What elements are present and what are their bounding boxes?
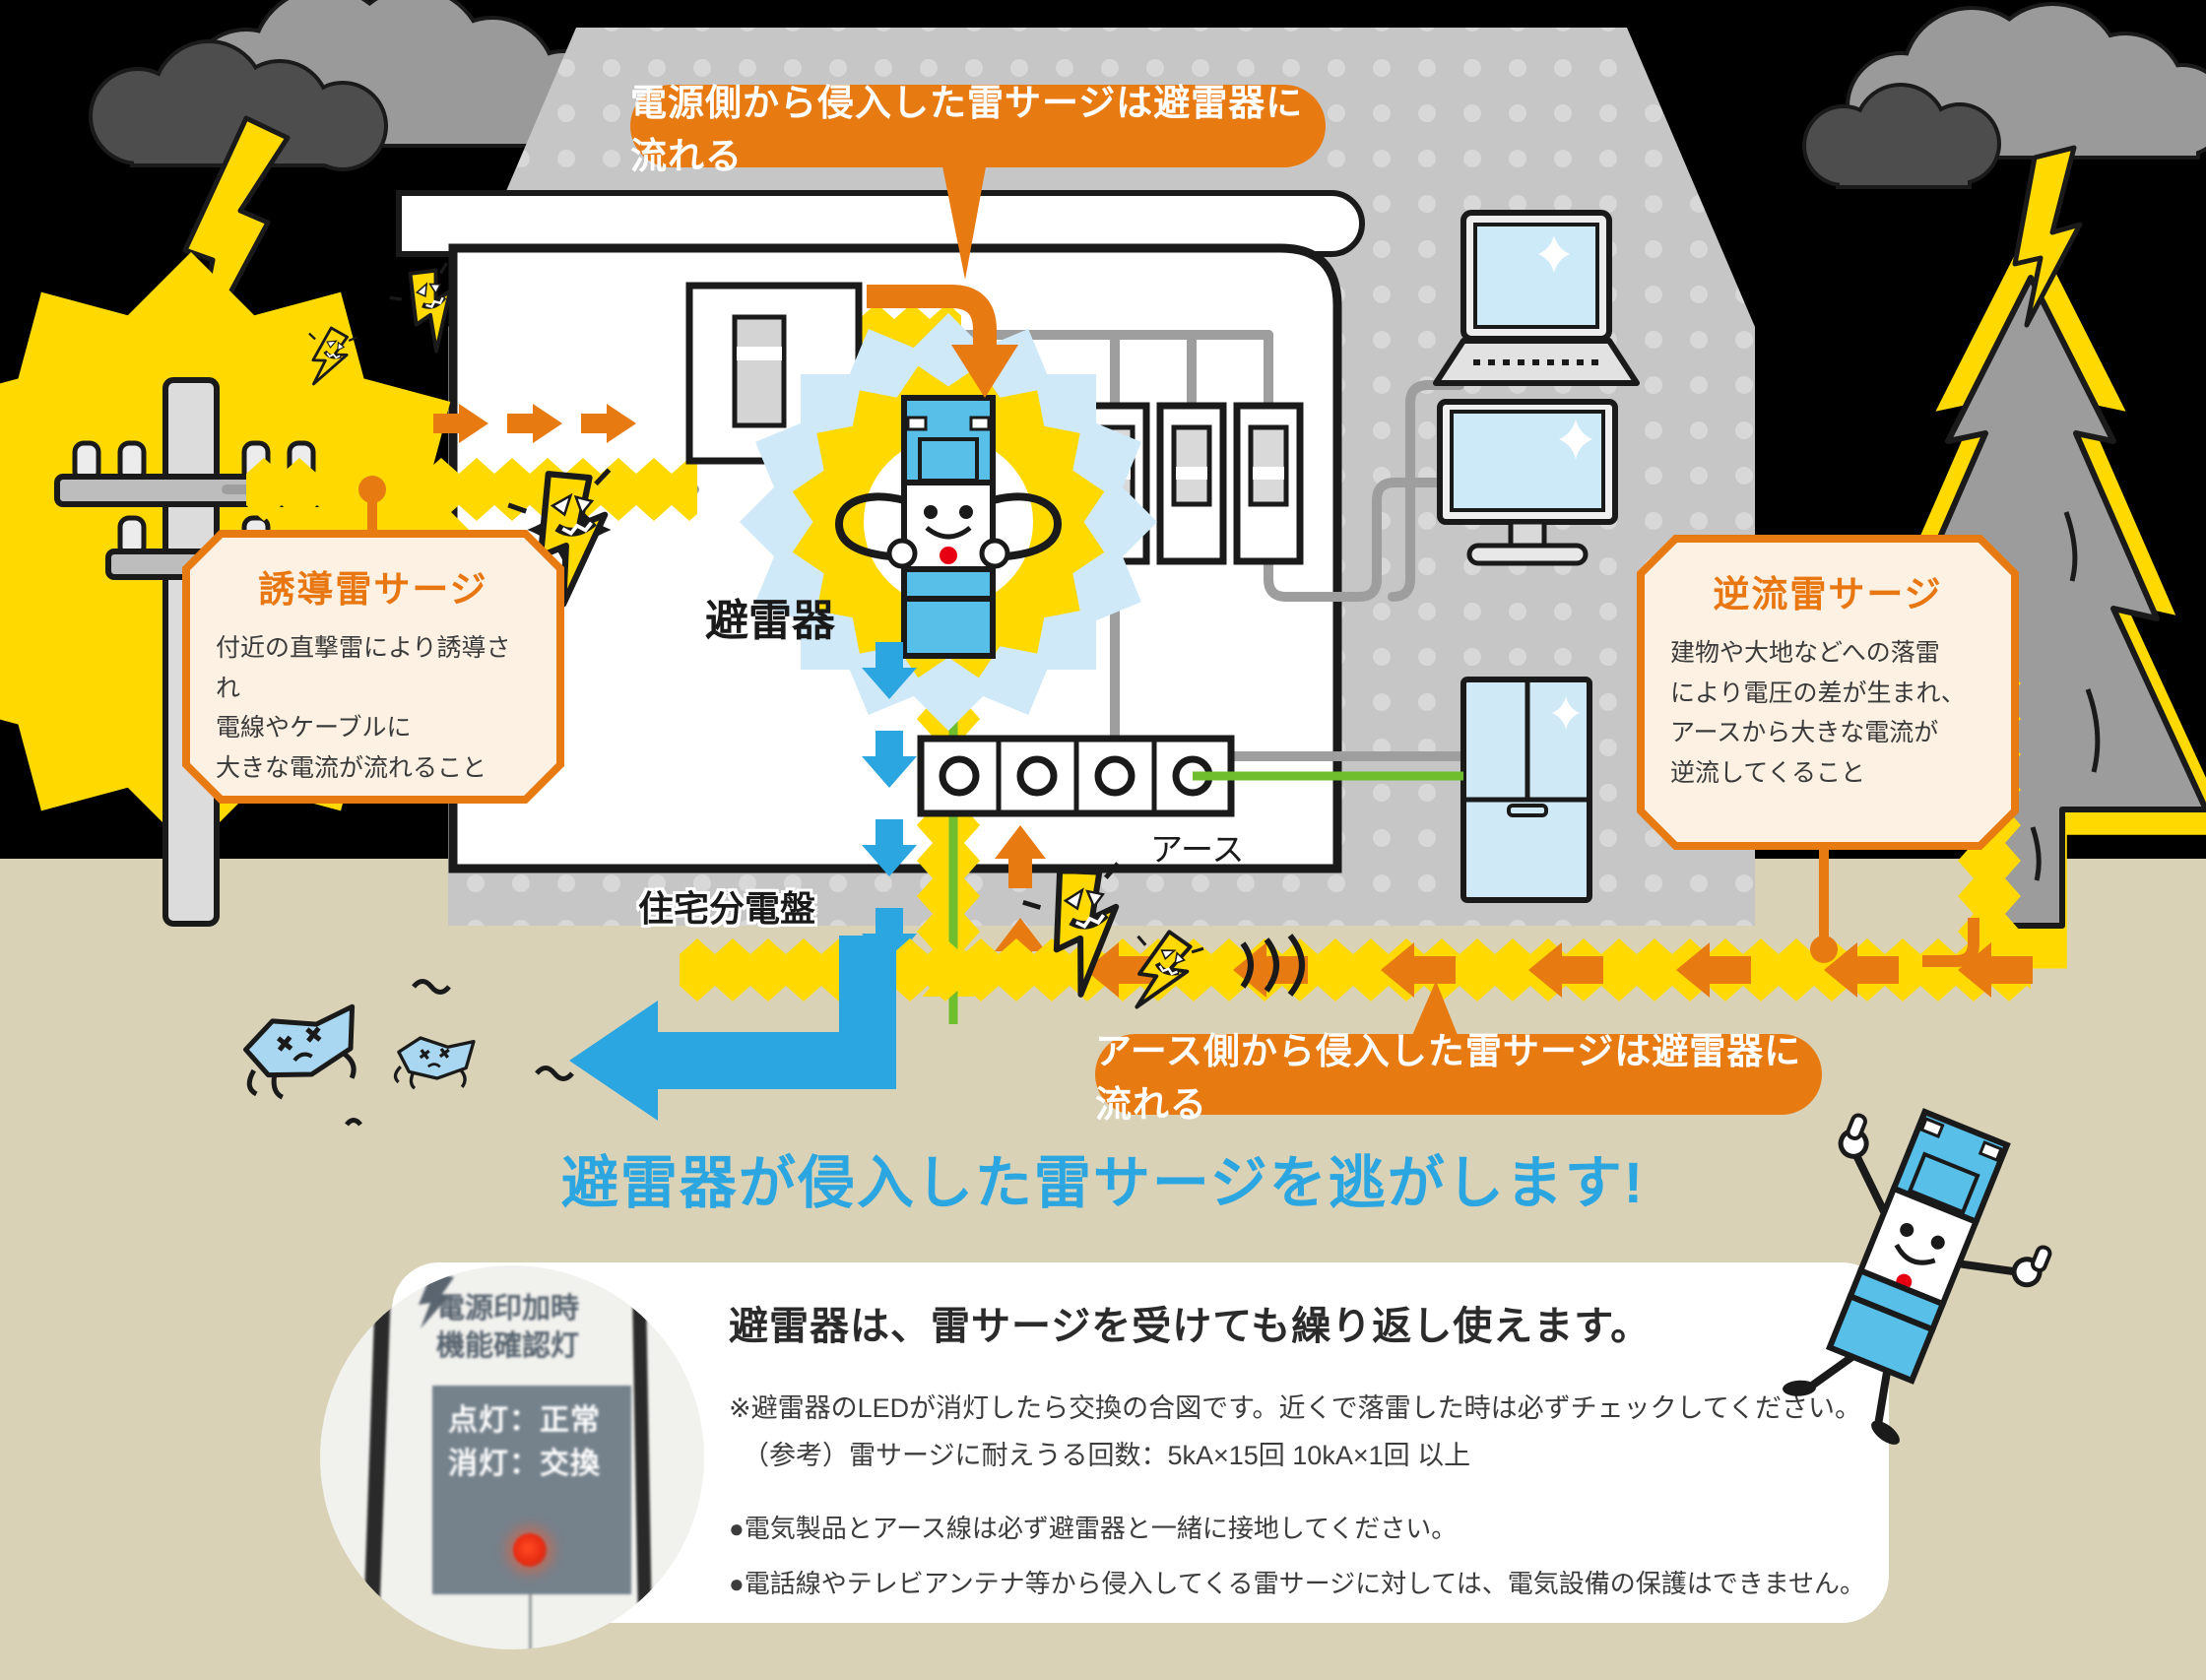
surge-monster-icon xyxy=(296,258,1305,1021)
induced-surge-box-bg xyxy=(190,538,556,796)
lightning-bolt-right-icon xyxy=(2012,145,2083,328)
tree-icon xyxy=(1829,223,2206,969)
refrigerator-icon xyxy=(1460,677,1592,903)
induced-surge-box: 誘導雷サージ 付近の直撃雷により誘導され 電線やケーブルに 大きな電流が流れるこ… xyxy=(182,530,564,804)
backflow-surge-body: 建物や大地などへの落雷 により電圧の差が生まれ、 アースから大きな電流が 逆流し… xyxy=(1670,633,1985,793)
backflow-surge-title: 逆流雷サージ xyxy=(1713,574,1943,614)
backflow-surge-box-bg xyxy=(1645,543,2011,842)
induced-surge-line: 電線やケーブルに xyxy=(216,714,412,742)
mascot-character xyxy=(1783,1108,2052,1445)
induced-surge-body: 付近の直撃雷により誘導され 電線やケーブルに 大きな電流が流れること xyxy=(216,628,531,788)
induced-surge-title: 誘導雷サージ xyxy=(258,569,488,610)
info-panel-bullet2: ●電話線やテレビアンテナ等から侵入してくる雷サージに対しては、電気設備の保護はで… xyxy=(729,1569,1865,1598)
callout-earth-side-text: アース側から侵入した雷サージは避雷器に流れる xyxy=(1095,1031,1802,1125)
lightning-bolt-icon xyxy=(419,1271,454,1328)
roof-fascia xyxy=(396,190,1365,257)
induced-box-connector xyxy=(358,476,386,534)
headline: 避雷器が侵入した雷サージを逃がします! xyxy=(560,1151,1646,1215)
surge-zigzag-powerline xyxy=(246,458,697,521)
arrester-character xyxy=(834,395,1063,659)
backflow-surge-box: 逆流雷サージ 建物や大地などへの落雷 により電圧の差が生まれ、 アースから大きな… xyxy=(1637,535,2019,850)
monitor-icon xyxy=(1437,399,1618,566)
callout-power-side: 電源側から侵入した雷サージは避雷器に流れる xyxy=(630,83,1326,176)
info-panel-note2: （参考）雷サージに耐えうる回数：5kA×15回 10kA×1回 以上 xyxy=(743,1441,1471,1470)
led-photo-label-line2: 機能確認灯 xyxy=(436,1329,580,1362)
laptop-icon xyxy=(1433,210,1640,386)
led-photo-label-line1: 電源印加時 xyxy=(436,1293,580,1325)
storm-cloud-right-icon xyxy=(1802,2,2206,189)
callout-earth-side: アース側から侵入した雷サージは避雷器に流れる xyxy=(1095,1031,1822,1125)
ground-surge-band xyxy=(680,938,2031,1002)
induced-surge-line: 大きな電流が流れること xyxy=(216,753,487,782)
induced-surge-line: 付近の直撃雷により誘導され xyxy=(216,634,511,702)
surge-direction-arrows-right xyxy=(433,404,636,443)
panel-label: 住宅分電盤 xyxy=(638,888,816,929)
defeated-surge-monster-icon xyxy=(242,979,574,1127)
info-panel-heading: 避雷器は、雷サージを受けても繰り返し使えます。 xyxy=(729,1305,1652,1348)
led-light xyxy=(513,1533,547,1567)
callout-top-pointer xyxy=(941,162,987,280)
photo-detail-line xyxy=(529,1594,532,1649)
backflow-surge-line: 逆流してくること xyxy=(1670,758,1866,787)
photo-dark-bar xyxy=(631,1265,653,1649)
led-photo-content: 電源印加時 機能確認灯 点灯：正常 消灯：交換 xyxy=(320,1265,704,1649)
led-indicator-photo: 電源印加時 機能確認灯 点灯：正常 消灯：交換 xyxy=(320,1265,704,1649)
led-photo-label: 電源印加時 機能確認灯 xyxy=(436,1291,629,1365)
blue-escape-arrow xyxy=(569,936,896,1121)
backflow-box-connector xyxy=(1810,847,1838,963)
info-panel-bullet1: ●電気製品とアース線は必ず避雷器と一緒に接地してください。 xyxy=(729,1514,1458,1543)
backflow-surge-line: により電圧の差が生まれ、 xyxy=(1670,678,1966,707)
backflow-surge-line: アースから大きな電流が xyxy=(1670,719,1939,746)
callout-power-side-text: 電源側から侵入した雷サージは避雷器に流れる xyxy=(630,83,1304,176)
backflow-surge-line: 建物や大地などへの落雷 xyxy=(1670,639,1940,667)
tree-surge-elbow xyxy=(1922,918,1979,967)
info-panel-note1: ※避雷器のLEDが消灯したら交換の合図です。近くで落雷した時は必ずチェックしてく… xyxy=(729,1393,1862,1423)
photo-dark-bar xyxy=(361,1265,393,1649)
led-off-label: 消灯：交換 xyxy=(448,1447,601,1480)
led-on-label: 点灯：正常 xyxy=(448,1404,601,1437)
earth-label: アース xyxy=(1150,831,1245,868)
orange-elbow-arrow xyxy=(867,285,1018,398)
callout-bottom-pointer xyxy=(1410,981,1460,1040)
arrester-label: 避雷器 xyxy=(705,597,835,645)
terminal-strip xyxy=(917,656,1463,1024)
